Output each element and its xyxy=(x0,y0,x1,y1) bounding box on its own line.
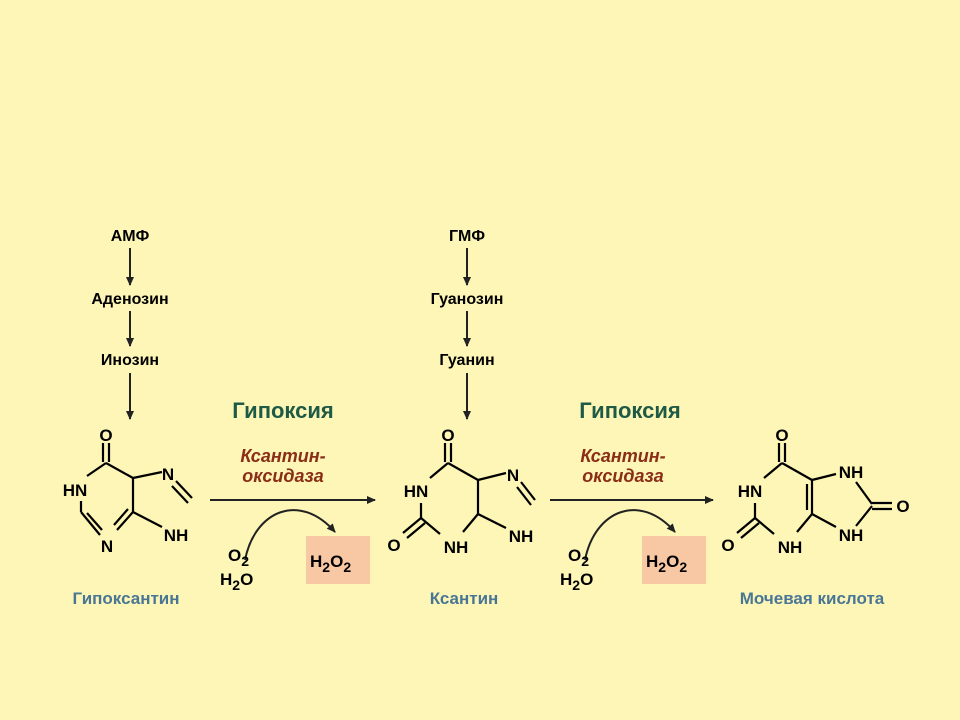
enzyme-label-1b: оксидаза xyxy=(242,466,323,486)
xanthine-structure xyxy=(402,443,536,539)
substrate-h2o-2: H2O xyxy=(560,570,593,593)
atom-o: O xyxy=(387,536,400,555)
substrate-h2o-1: H2O xyxy=(220,570,253,593)
condition-hypoxia-2: Гипоксия xyxy=(579,398,681,423)
atom-nh: NH xyxy=(778,538,803,557)
uric-acid-structure xyxy=(736,443,892,539)
atom-o: O xyxy=(896,497,909,516)
atom-o: O xyxy=(99,426,112,445)
atom-o: O xyxy=(721,536,734,555)
atom-nh: NH xyxy=(839,463,864,482)
atom-n: N xyxy=(162,465,174,484)
atom-hn: HN xyxy=(404,482,429,501)
precursor-gmp: ГМФ xyxy=(449,228,485,245)
hypoxanthine-structure xyxy=(79,443,193,536)
atom-o: O xyxy=(441,426,454,445)
precursor-guanine: Гуанин xyxy=(439,352,494,369)
compound-name-xanthine: Ксантин xyxy=(430,589,499,608)
atom-nh: NH xyxy=(509,527,534,546)
substrate-o2-1: O2 xyxy=(228,546,249,569)
cofactor-arc-1 xyxy=(244,509,336,561)
substrate-o2-2: O2 xyxy=(568,546,589,569)
atom-nh: NH xyxy=(839,526,864,545)
cofactor-arc-2 xyxy=(584,509,676,561)
atom-hn: HN xyxy=(63,481,88,500)
enzyme-label-1a: Ксантин- xyxy=(240,446,325,466)
atom-o: O xyxy=(775,426,788,445)
atom-n: N xyxy=(101,537,113,556)
atom-hn: HN xyxy=(738,482,763,501)
atom-nh: NH xyxy=(444,538,469,557)
product-h2o2-1: H2O2 xyxy=(310,552,351,575)
enzyme-label-2b: оксидаза xyxy=(582,466,663,486)
precursor-adenosine: Аденозин xyxy=(91,291,168,308)
precursor-inosine: Инозин xyxy=(101,352,159,369)
atom-nh: NH xyxy=(164,526,189,545)
atom-n: N xyxy=(507,466,519,485)
condition-hypoxia-1: Гипоксия xyxy=(232,398,334,423)
product-h2o2-2: H2O2 xyxy=(646,552,687,575)
product-box-2 xyxy=(642,536,706,584)
precursor-guanosine: Гуанозин xyxy=(431,291,504,308)
product-box-1 xyxy=(306,536,370,584)
precursor-amp: АМФ xyxy=(111,228,150,245)
enzyme-label-2a: Ксантин- xyxy=(580,446,665,466)
compound-name-hypoxanthine: Гипоксантин xyxy=(72,589,179,608)
compound-name-uric-acid: Мочевая кислота xyxy=(740,589,885,608)
